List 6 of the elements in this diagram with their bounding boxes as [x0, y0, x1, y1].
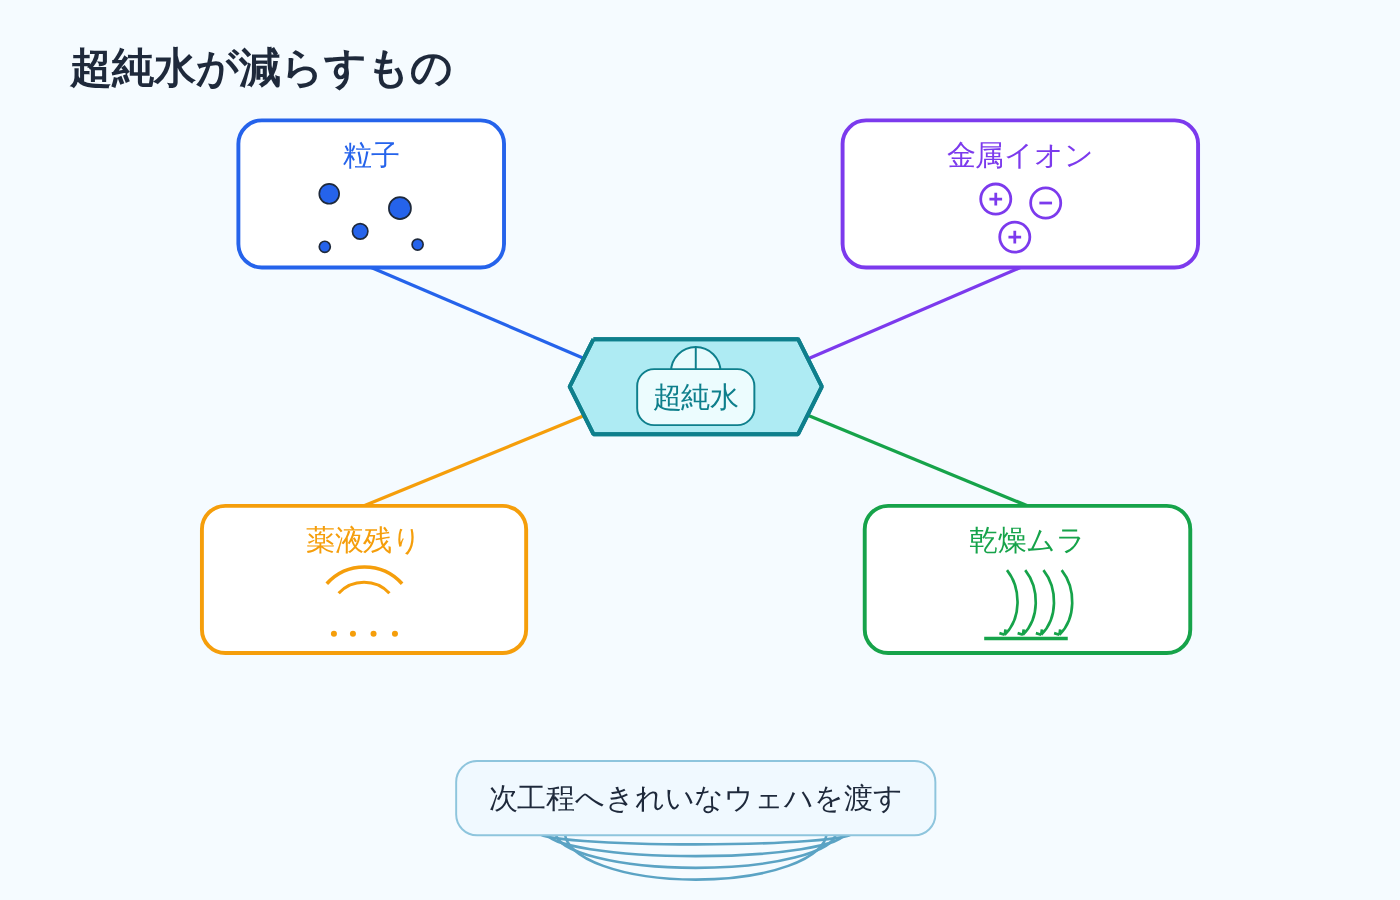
node-box: 乾燥ムラ [862, 503, 1193, 655]
node-box: 金属イオン [840, 118, 1201, 270]
title: 超純水が減らすもの [70, 43, 453, 93]
node-box: 粒子 [236, 118, 506, 270]
node-box: 薬液残り [199, 503, 529, 655]
node-box: 次工程へきれいなウェハを渡す [455, 760, 937, 837]
